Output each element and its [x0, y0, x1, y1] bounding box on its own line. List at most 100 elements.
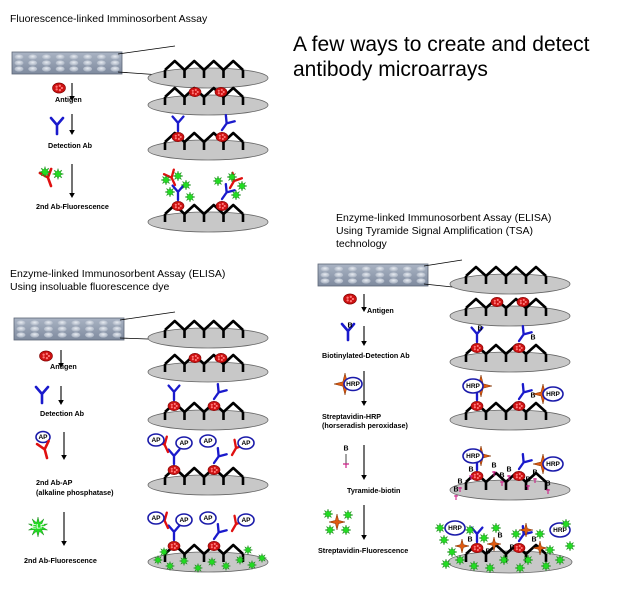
label-oval [35, 430, 51, 444]
tsa-bound-streptavidin [486, 536, 502, 552]
label-text: AP [179, 440, 189, 447]
array-spot [55, 60, 65, 66]
array-spot [71, 332, 81, 338]
slide-body [317, 263, 429, 287]
array-spot [375, 278, 385, 284]
antigen-body [470, 343, 484, 353]
antigen-speck [473, 545, 476, 548]
array-spot [389, 272, 399, 278]
zoom-line [117, 45, 176, 55]
antigen-speck [518, 544, 521, 548]
tsa-bound-streptavidin [518, 522, 534, 538]
elisa-fluorescent-precipitate [256, 552, 268, 564]
tsa-fluorophore [446, 546, 458, 558]
tsa-bound-antigen [470, 401, 484, 411]
antigen-speck [476, 344, 479, 348]
label-text: AP [38, 434, 48, 441]
array-spot [16, 320, 26, 326]
antibody-shape [220, 113, 236, 132]
array-spot [347, 266, 357, 272]
tsa-bound-biotinylated-ab [470, 326, 484, 344]
tsa-legend-streptavidin [328, 513, 346, 531]
fia-bound-detection-ab [220, 113, 236, 132]
elisa-bound-ap: AP [199, 511, 217, 525]
fia-fluorophore [184, 191, 196, 203]
tsa-fluorophore [540, 560, 552, 572]
antigen-speck [515, 406, 518, 409]
antigen-speck [217, 358, 220, 361]
step-arrow [361, 505, 367, 540]
fia-fluorophore [230, 189, 242, 201]
antigen-speck [518, 402, 521, 406]
elisa-step-detection-ab-label: Detection Ab [40, 409, 85, 418]
antigen-speck [218, 137, 221, 140]
antibody-shape [212, 446, 228, 465]
antigen-body [171, 201, 185, 211]
label-text: AP [203, 438, 213, 445]
tsa-fluorophore [478, 532, 490, 544]
tsa-fluorophore [464, 524, 476, 536]
antigen-speck [174, 134, 177, 137]
antibody-shape [517, 382, 533, 401]
tsa-step-biotinylated-detection-ab-label: Biotinylated-Detection Ab [322, 351, 410, 360]
array-spot [347, 278, 357, 284]
array-spot [69, 54, 79, 60]
tsa-fluorophore [440, 558, 452, 570]
tsa-deposited-tyramide [546, 489, 550, 494]
fia-legend-antigen [52, 82, 66, 94]
antibody-shape [34, 385, 50, 405]
array-spot [361, 278, 371, 284]
elisa-fluorescent-precipitate [178, 555, 190, 567]
antigen-body [207, 401, 221, 411]
biotin-label: B [343, 446, 348, 453]
antigen-speck [518, 548, 521, 552]
fia-legend-2nd-ab [38, 167, 53, 188]
antigen-speck [473, 345, 476, 348]
streptavidin-shape [486, 536, 502, 552]
zoom-line [423, 259, 463, 267]
antigen-speck [515, 545, 518, 548]
antigen-speck [58, 88, 62, 92]
array-spot [96, 54, 106, 60]
biotin-label: B [468, 467, 473, 474]
elisa-bound-antigen [167, 465, 181, 475]
antigen-body [470, 401, 484, 411]
antibody-shape [171, 115, 185, 133]
tsa-legend-biotinylated-ab [340, 322, 356, 342]
elisa-fluorescent-precipitate [246, 559, 258, 571]
antigen-speck [191, 358, 194, 361]
tsa-legend-fluorophore [340, 524, 352, 536]
antigen-speck [45, 352, 48, 355]
array-spot [98, 320, 108, 326]
elisa-legend-elf [28, 516, 48, 538]
tsa-fluorophore [564, 540, 576, 552]
antigen-speck [55, 88, 58, 91]
tsa-legend-hrp: HRP [343, 376, 363, 392]
antigen-speck [196, 90, 199, 94]
capture-antibody-row [163, 86, 245, 105]
antigen-speck [170, 403, 173, 406]
antigen-body [215, 201, 229, 211]
tsa-step-antigen-label: Antigen [367, 306, 394, 315]
antigen-speck [476, 406, 479, 410]
fia-fluorophore [172, 170, 184, 182]
antigen-speck [223, 204, 226, 208]
spot-disc [449, 351, 571, 373]
tsa-bound-hrp: HRP [542, 386, 564, 402]
slide-body [11, 51, 123, 75]
antigen-speck [58, 84, 61, 87]
array-spot [43, 326, 53, 332]
antigen-speck [191, 92, 194, 95]
fia-bound-antigen [215, 132, 229, 142]
array-spot [57, 326, 67, 332]
step-arrow [69, 83, 75, 101]
array-spot [361, 266, 371, 272]
array-spot [30, 320, 40, 326]
antigen-speck [215, 404, 218, 408]
biotin-label: B [506, 467, 511, 474]
fia-fluorophore [160, 174, 172, 186]
antigen-speck [473, 548, 476, 551]
elisa-bound-ap: AP [147, 511, 165, 525]
antigen-speck [60, 86, 64, 90]
tsa-fluorophore [514, 562, 526, 574]
